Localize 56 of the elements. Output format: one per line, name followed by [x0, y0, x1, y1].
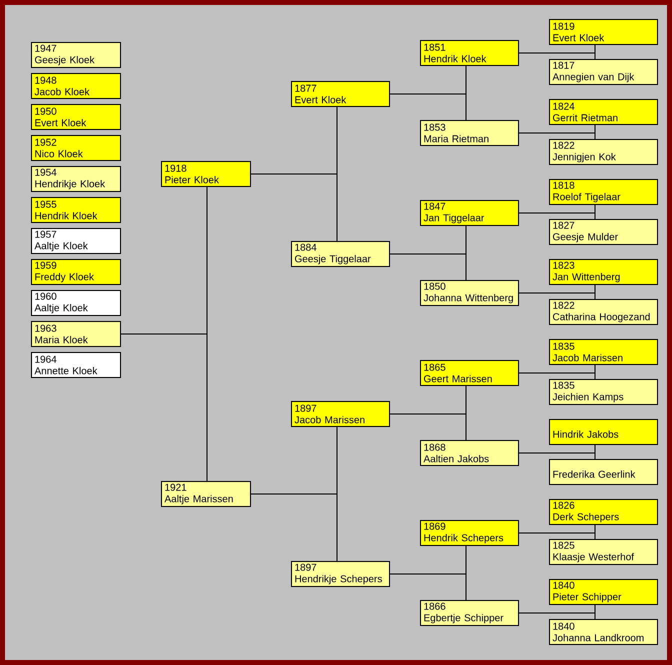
connector-line: [518, 532, 596, 540]
person-box: 1823 Jan Wittenberg: [549, 259, 658, 285]
person-box: 1824 Gerrit Rietman: [549, 99, 658, 125]
connector-line: [390, 414, 466, 440]
person-box: 1827 Geesje Mulder: [549, 219, 658, 245]
person-box: 1835 Jeichien Kamps: [549, 379, 658, 405]
person-box: 1897 Jacob Marissen: [291, 401, 390, 427]
person-box: 1866 Egbertje Schipper: [420, 600, 519, 626]
connector-line: [518, 52, 596, 60]
person-box: 1952 Nico Kloek: [31, 135, 121, 161]
person-box: 1918 Pieter Kloek: [161, 161, 251, 187]
person-box: 1840 Pieter Schipper: [549, 579, 658, 605]
person-box: 1959 Freddy Kloek: [31, 259, 121, 285]
connector-line: [250, 494, 338, 562]
person-box: 1817 Annegien van Dijk: [549, 59, 658, 85]
person-box: 1921 Aaltje Marissen: [161, 481, 251, 507]
person-box: 1955 Hendrik Kloek: [31, 197, 121, 223]
person-box: 1865 Geert Marissen: [420, 360, 519, 386]
person-box: Frederika Geerlink: [549, 459, 658, 485]
connector-line: [390, 574, 466, 600]
connector-line: [518, 132, 596, 140]
person-box: 1947 Geesje Kloek: [31, 42, 121, 68]
person-box: 1869 Hendrik Schepers: [420, 520, 519, 546]
person-box: 1835 Jacob Marissen: [549, 339, 658, 365]
person-box: 1884 Geesje Tiggelaar: [291, 241, 390, 267]
person-box: 1960 Aaltje Kloek: [31, 290, 121, 316]
connector-line: [518, 212, 596, 220]
person-box: 1818 Roelof Tigelaar: [549, 179, 658, 205]
person-box: 1847 Jan Tiggelaar: [420, 200, 519, 226]
person-box: 1897 Hendrikje Schepers: [291, 561, 390, 587]
person-box: 1840 Johanna Landkroom: [549, 619, 658, 645]
person-box: 1948 Jacob Kloek: [31, 73, 121, 99]
connector-line: [250, 174, 338, 242]
person-box: 1963 Maria Kloek: [31, 321, 121, 347]
person-box: 1954 Hendrikje Kloek: [31, 166, 121, 192]
person-box: 1822 Jennigjen Kok: [549, 139, 658, 165]
connector-line: [518, 612, 596, 620]
person-box: 1850 Johanna Wittenberg: [420, 280, 519, 306]
person-box: 1964 Annette Kloek: [31, 352, 121, 378]
person-box: 1825 Klaasje Westerhof: [549, 539, 658, 565]
connector-line: [518, 372, 596, 380]
connector-line: [518, 452, 596, 460]
person-box: 1822 Catharina Hoogezand: [549, 299, 658, 325]
person-box: 1826 Derk Schepers: [549, 499, 658, 525]
connector-line: [120, 334, 208, 482]
connector-line: [518, 292, 596, 300]
person-box: 1957 Aaltje Kloek: [31, 228, 121, 254]
person-box: 1819 Evert Kloek: [549, 19, 658, 45]
person-box: 1868 Aaltien Jakobs: [420, 440, 519, 466]
person-box: 1877 Evert Kloek: [291, 81, 390, 107]
person-box: Hindrik Jakobs: [549, 419, 658, 445]
person-box: 1950 Evert Kloek: [31, 104, 121, 130]
person-box: 1851 Hendrik Kloek: [420, 40, 519, 66]
person-box: 1853 Maria Rietman: [420, 120, 519, 146]
connector-line: [390, 254, 466, 280]
connector-line: [390, 94, 466, 120]
